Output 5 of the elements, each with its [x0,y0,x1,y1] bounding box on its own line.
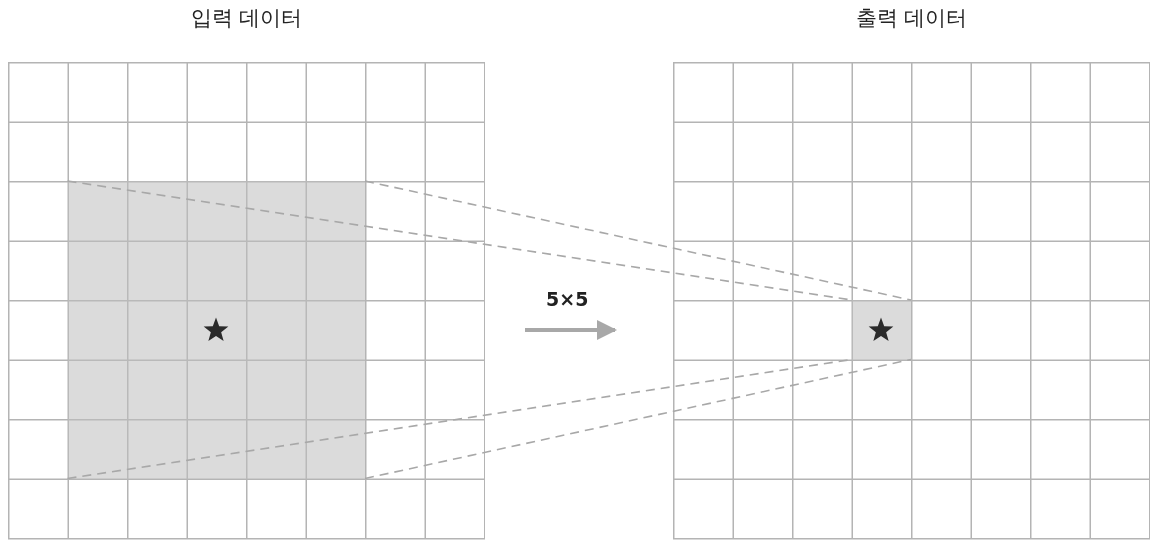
projection-line [364,358,912,480]
arrow [525,320,617,340]
highlighted-region [851,300,911,360]
highlighted-region [67,181,365,479]
projection-line [364,180,912,301]
